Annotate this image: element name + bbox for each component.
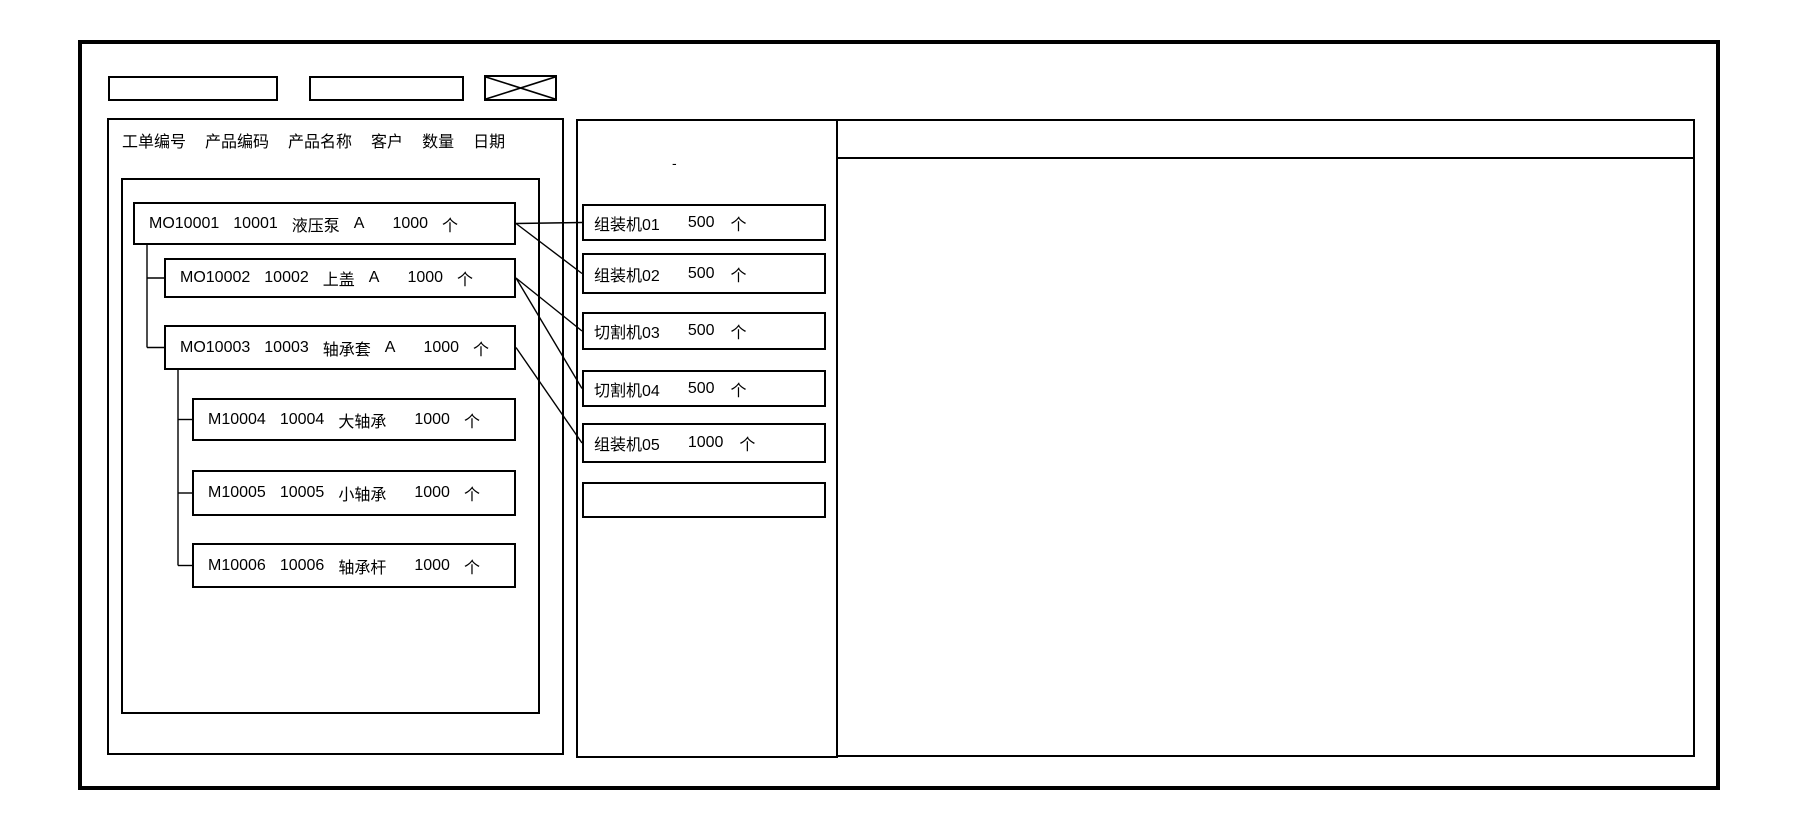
column-header-row: 工单编号 产品编码 产品名称 客户 数量 日期 bbox=[122, 128, 505, 152]
order-no: M10004 bbox=[208, 410, 266, 428]
unit: 个 bbox=[473, 341, 490, 359]
machine-name: 切割机04 bbox=[594, 382, 660, 400]
product-name: 轴承杆 bbox=[338, 559, 387, 577]
image-placeholder-button[interactable] bbox=[484, 75, 557, 101]
product-code: 10001 bbox=[233, 214, 278, 232]
quantity: 1000 bbox=[407, 269, 444, 286]
product-name: 大轴承 bbox=[338, 413, 387, 431]
unit: 个 bbox=[463, 559, 480, 577]
col-date: 日期 bbox=[473, 134, 506, 151]
workorder-node-mo10003[interactable]: MO10003 10003 轴承套 A 1000 个 bbox=[164, 325, 516, 370]
col-order-no: 工单编号 bbox=[122, 134, 187, 151]
quantity: 1000 bbox=[414, 556, 450, 574]
order-no: MO10002 bbox=[180, 269, 251, 286]
order-no: MO10001 bbox=[149, 214, 220, 232]
unit: 个 bbox=[463, 487, 480, 504]
machine-unit: 个 bbox=[730, 382, 747, 400]
col-quantity: 数量 bbox=[422, 134, 455, 151]
machine-node-01[interactable]: 组装机01 500 个 bbox=[582, 204, 826, 241]
toolbar-field-2[interactable] bbox=[309, 76, 464, 101]
quantity: 1000 bbox=[414, 410, 450, 428]
product-code: 10003 bbox=[264, 338, 309, 356]
order-no: M10006 bbox=[208, 556, 266, 574]
unit: 个 bbox=[463, 413, 480, 431]
machine-node-empty[interactable] bbox=[582, 482, 826, 518]
product-code: 10006 bbox=[279, 556, 325, 574]
machine-name: 切割机03 bbox=[594, 325, 660, 342]
machine-unit: 个 bbox=[730, 267, 747, 285]
machine-node-02[interactable]: 组装机02 500 个 bbox=[582, 253, 826, 294]
x-placeholder-icon bbox=[485, 76, 556, 100]
product-name: 轴承套 bbox=[322, 341, 371, 359]
machine-node-05[interactable]: 组装机05 1000 个 bbox=[582, 423, 826, 463]
machine-name: 组装机01 bbox=[594, 216, 660, 234]
workorder-node-m10005[interactable]: M10005 10005 小轴承 1000 个 bbox=[192, 470, 516, 516]
product-name: 小轴承 bbox=[338, 487, 387, 504]
order-no: M10005 bbox=[208, 484, 266, 501]
machine-qty: 500 bbox=[687, 264, 715, 282]
machine-qty: 500 bbox=[687, 322, 715, 339]
quantity: 1000 bbox=[392, 214, 429, 232]
machine-qty: 500 bbox=[687, 213, 715, 231]
customer: A bbox=[368, 269, 380, 286]
machine-unit: 个 bbox=[739, 437, 756, 454]
machine-unit: 个 bbox=[730, 325, 747, 342]
machine-name: 组装机02 bbox=[594, 267, 660, 285]
machine-qty: 1000 bbox=[687, 434, 724, 451]
machine-unit: 个 bbox=[730, 216, 747, 234]
stray-dash-mark: - bbox=[672, 155, 677, 171]
product-name: 上盖 bbox=[322, 272, 355, 289]
col-product-code: 产品编码 bbox=[205, 134, 270, 151]
product-code: 10005 bbox=[279, 484, 325, 501]
workorder-node-m10004[interactable]: M10004 10004 大轴承 1000 个 bbox=[192, 398, 516, 441]
product-code: 10004 bbox=[279, 410, 325, 428]
unit: 个 bbox=[457, 272, 474, 289]
quantity: 1000 bbox=[414, 484, 450, 501]
workorder-node-mo10002[interactable]: MO10002 10002 上盖 A 1000 个 bbox=[164, 258, 516, 298]
toolbar-field-1[interactable] bbox=[108, 76, 278, 101]
workorder-node-m10006[interactable]: M10006 10006 轴承杆 1000 个 bbox=[192, 543, 516, 588]
customer: A bbox=[384, 338, 396, 356]
machine-name: 组装机05 bbox=[594, 437, 660, 454]
machine-qty: 500 bbox=[687, 379, 715, 397]
machine-node-04[interactable]: 切割机04 500 个 bbox=[582, 370, 826, 407]
schedule-panel bbox=[838, 119, 1695, 757]
machine-node-03[interactable]: 切割机03 500 个 bbox=[582, 312, 826, 350]
unit: 个 bbox=[442, 217, 459, 235]
col-product-name: 产品名称 bbox=[288, 134, 353, 151]
quantity: 1000 bbox=[423, 338, 460, 356]
product-code: 10002 bbox=[264, 269, 309, 286]
order-no: MO10003 bbox=[180, 338, 251, 356]
col-customer: 客户 bbox=[371, 134, 404, 151]
workorder-node-mo10001[interactable]: MO10001 10001 液压泵 A 1000 个 bbox=[133, 202, 516, 245]
customer: A bbox=[353, 214, 365, 232]
product-name: 液压泵 bbox=[291, 217, 340, 235]
schedule-header-row bbox=[838, 121, 1693, 159]
